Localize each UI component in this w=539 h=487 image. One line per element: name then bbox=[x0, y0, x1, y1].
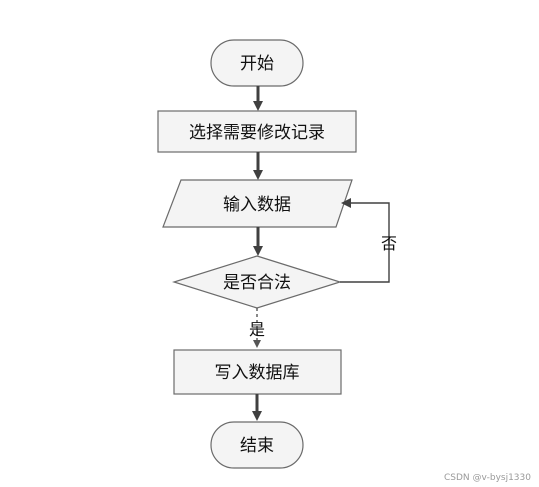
no-branch-label: 否 bbox=[381, 234, 397, 253]
start-node: 开始 bbox=[210, 39, 304, 87]
end-node-label: 结束 bbox=[240, 436, 274, 456]
validity-decision: 是否合法 bbox=[171, 255, 343, 309]
watermark-text: CSDN @v-bysj1330 bbox=[444, 473, 531, 483]
end-node: 结束 bbox=[210, 421, 304, 469]
write-database-label: 写入数据库 bbox=[215, 363, 300, 383]
select-record-process: 选择需要修改记录 bbox=[157, 110, 357, 153]
edge-check-to-input-no bbox=[340, 198, 390, 283]
yes-branch-label: 是 bbox=[249, 320, 265, 339]
select-record-label: 选择需要修改记录 bbox=[189, 123, 325, 143]
input-data-io: 输入数据 bbox=[162, 179, 353, 228]
start-node-label: 开始 bbox=[240, 54, 274, 74]
write-database-process: 写入数据库 bbox=[173, 349, 342, 395]
validity-decision-label: 是否合法 bbox=[223, 273, 291, 293]
input-data-label: 输入数据 bbox=[223, 195, 291, 215]
